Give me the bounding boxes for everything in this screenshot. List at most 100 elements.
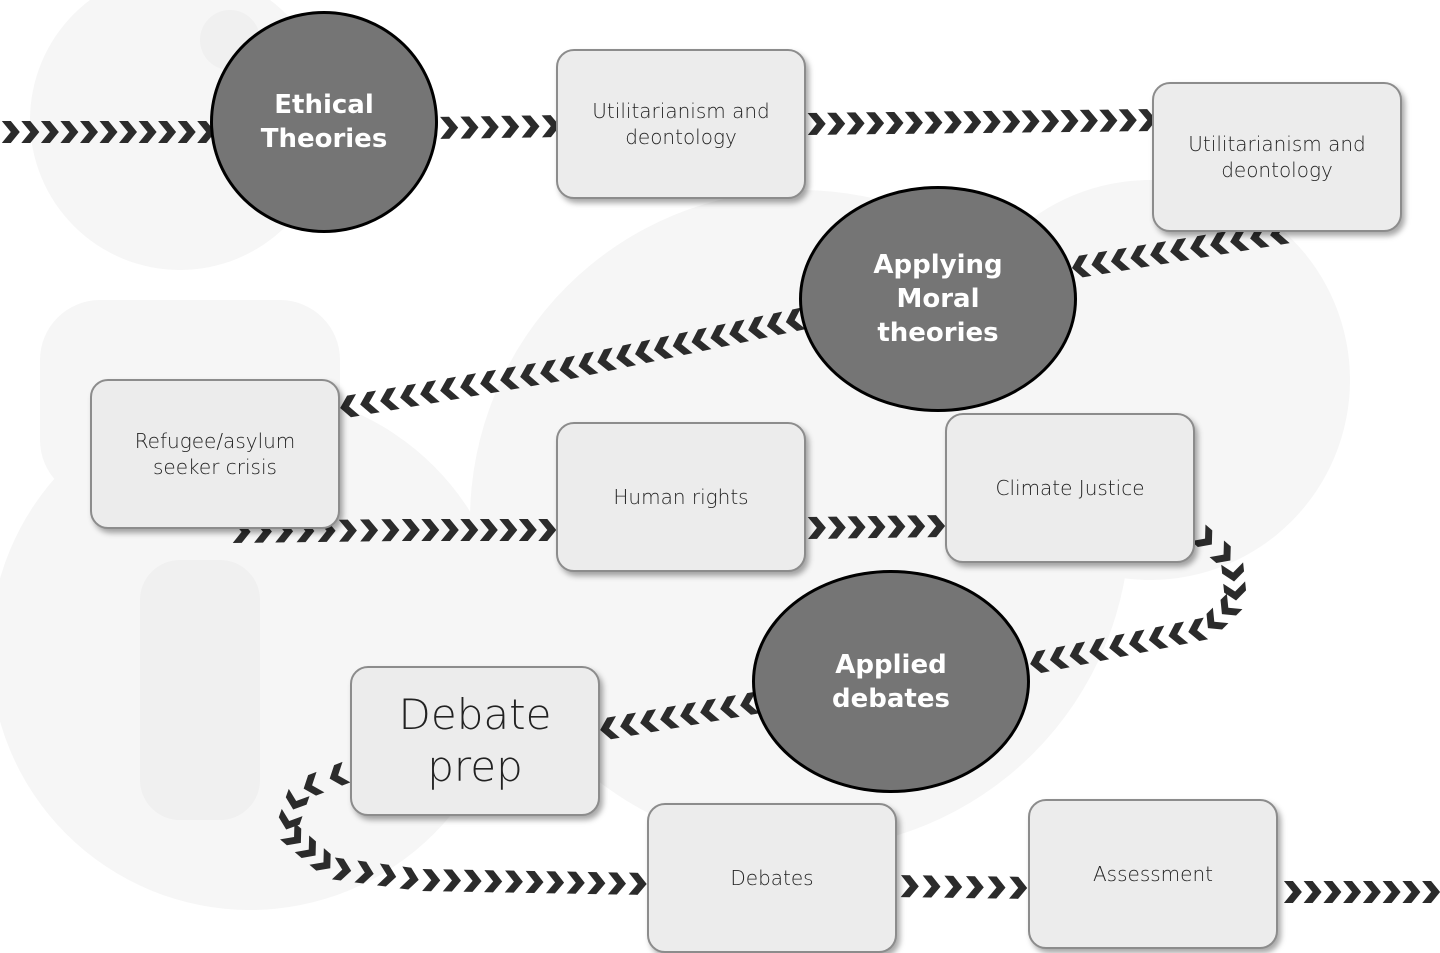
chevron-icon <box>1109 633 1130 657</box>
chevron-icon <box>807 516 826 540</box>
topic-label: Debates <box>730 866 814 890</box>
chevron-icon <box>158 121 177 143</box>
chevron-icon <box>1191 524 1213 547</box>
chevron-icon <box>965 876 984 899</box>
stage-ethical-theories[interactable]: Ethical Theories <box>210 11 438 233</box>
chevron-icon <box>1168 621 1189 645</box>
chevron-icon <box>1138 109 1157 132</box>
chevron-icon <box>944 875 963 898</box>
topic-label: Refugee/asylum seeker crisis <box>134 429 296 479</box>
chevron-icon <box>587 871 606 895</box>
topic-label: Debate prep <box>398 690 552 791</box>
chevron-icon <box>600 716 620 740</box>
chevron-icon <box>521 115 540 138</box>
chevron-icon <box>360 390 380 414</box>
chevron-icon <box>1040 110 1060 133</box>
chevron-icon <box>1118 109 1137 132</box>
chevron-icon <box>1188 617 1209 641</box>
chevron-icon <box>1060 109 1079 133</box>
chevron-icon <box>1223 581 1247 601</box>
chevron-icon <box>827 112 846 135</box>
chevron-icon <box>1110 247 1131 271</box>
chevron-icon <box>60 121 79 143</box>
chevron-icon <box>559 355 580 379</box>
chevron-icon <box>1002 110 1021 133</box>
stage-applying-moral-theories[interactable]: Applying Moral theories <box>799 186 1077 412</box>
stage-label: Applying Moral theories <box>873 250 1003 348</box>
chevron-icon <box>607 872 626 895</box>
chevron-icon <box>1206 607 1229 630</box>
chevron-icon <box>331 857 352 881</box>
chevron-icon <box>616 343 637 367</box>
chevron-icon <box>1220 593 1243 616</box>
chevron-icon <box>1323 881 1342 903</box>
chevron-icon <box>729 319 750 343</box>
chevron-icon <box>1150 241 1170 265</box>
chevron-icon <box>628 872 647 895</box>
chevron-icon <box>1 121 20 143</box>
stage-applied-debates[interactable]: Applied debates <box>752 570 1030 793</box>
chevron-icon <box>943 111 962 134</box>
chevron-icon <box>422 869 441 892</box>
chevron-icon <box>926 515 946 538</box>
topic-label: Assessment <box>1093 862 1213 886</box>
chevron-icon <box>1209 540 1231 563</box>
chevron-icon <box>354 860 374 884</box>
chevron-icon <box>1128 629 1149 653</box>
chevron-icon <box>710 323 731 347</box>
chevron-icon <box>545 871 565 894</box>
chevron-icon <box>1210 231 1230 255</box>
topic-refugee-crisis[interactable]: Refugee/asylum seeker crisis <box>90 379 340 529</box>
chevron-icon <box>303 771 325 796</box>
chevron-icon <box>867 515 886 539</box>
chevron-icon <box>1071 254 1092 278</box>
chevron-icon <box>680 702 700 726</box>
chevron-icon <box>1021 110 1040 133</box>
chevron-icon <box>99 121 118 143</box>
chevron-icon <box>138 121 157 143</box>
chevron-icon <box>847 516 866 539</box>
chevron-icon <box>1148 625 1169 649</box>
chevron-icon <box>440 376 460 401</box>
chevron-icon <box>177 121 196 143</box>
chevron-icon <box>963 111 982 134</box>
chevron-icon <box>1303 881 1322 903</box>
chevron-icon <box>540 359 560 383</box>
topic-label: Utilitarianism and deontology <box>1188 132 1366 182</box>
chevron-icon <box>480 369 500 394</box>
chevron-icon <box>620 712 640 736</box>
topic-assessment[interactable]: Assessment <box>1028 799 1278 949</box>
chevron-icon <box>700 698 720 722</box>
topic-climate-justice[interactable]: Climate Justice <box>945 413 1195 563</box>
chevron-icon <box>501 115 520 138</box>
topic-utilitarianism-1[interactable]: Utilitarianism and deontology <box>556 49 806 199</box>
chevron-icon <box>381 519 400 542</box>
topic-human-rights[interactable]: Human rights <box>556 422 806 572</box>
topic-debates[interactable]: Debates <box>647 803 897 953</box>
chevron-icon <box>460 116 479 139</box>
chevron-icon <box>421 519 440 541</box>
chevron-icon <box>399 866 419 890</box>
chevron-icon <box>865 112 885 135</box>
chevron-icon <box>566 871 585 894</box>
topic-utilitarianism-2[interactable]: Utilitarianism and deontology <box>1152 82 1402 232</box>
chevron-icon <box>376 863 397 887</box>
chevron-icon <box>924 111 943 134</box>
chevron-icon <box>904 111 923 134</box>
chevron-icon <box>484 870 503 893</box>
chevron-icon <box>40 121 59 143</box>
chevron-icon <box>1030 649 1050 673</box>
chevron-icon <box>1190 234 1210 258</box>
topic-label: Utilitarianism and deontology <box>592 99 770 149</box>
chevron-icon <box>518 519 537 541</box>
topic-label: Climate Justice <box>995 476 1145 500</box>
chevron-icon <box>294 835 316 858</box>
chevron-icon <box>1089 637 1110 661</box>
chevron-icon <box>720 695 740 719</box>
topic-debate-prep[interactable]: Debate prep <box>350 666 600 816</box>
chevron-icon <box>1422 881 1440 903</box>
chevron-icon <box>1049 645 1070 669</box>
chevron-icon <box>922 875 941 898</box>
chevron-icon <box>691 327 712 351</box>
chevron-icon <box>900 875 919 898</box>
